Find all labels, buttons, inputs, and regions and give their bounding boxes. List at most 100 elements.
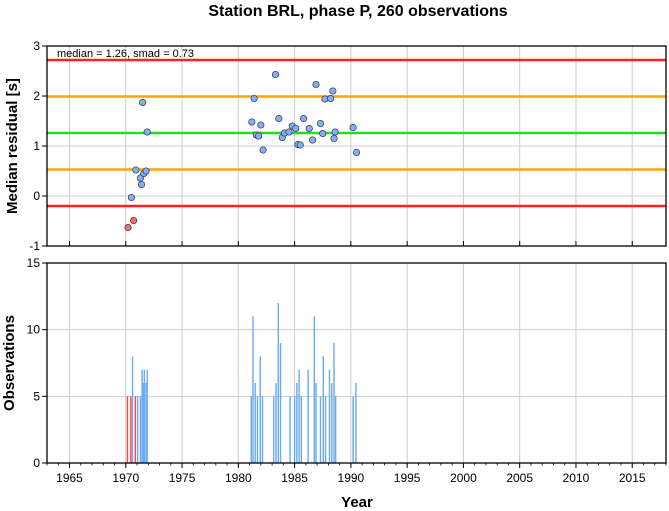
residual-points	[124, 70, 361, 232]
residual-y-tick-label: -1	[29, 239, 40, 253]
residual-point	[329, 87, 337, 95]
observation-bar	[333, 343, 335, 463]
observation-bar	[139, 396, 142, 463]
residual-y-axis-label: Median residual [s]	[4, 78, 21, 214]
residual-x-ticks	[69, 241, 633, 246]
observation-bar	[315, 383, 317, 463]
residual-point	[250, 94, 258, 103]
residual-point	[259, 146, 267, 154]
residual-point	[292, 124, 300, 133]
observation-bar	[293, 396, 296, 463]
residual-point	[248, 118, 256, 126]
observation-bar	[259, 356, 261, 463]
observation-bar	[313, 316, 315, 463]
residual-panel: -1 0 1 2 3 median = 1.26, smad = 0.73 Median…	[4, 39, 667, 253]
year-tick-label: 2010	[563, 471, 590, 485]
chart-title: Station BRL, phase P, 260 observations	[208, 3, 507, 20]
residual-point	[137, 180, 146, 189]
residual-point	[271, 70, 280, 79]
residual-point	[312, 80, 320, 89]
observation-bar	[296, 383, 298, 463]
observation-bar	[126, 396, 129, 463]
year-tick-label: 2005	[506, 471, 533, 485]
observations-y-tick-label: 0	[33, 456, 40, 470]
residual-point	[319, 129, 327, 138]
residual-point	[309, 136, 317, 144]
year-tick-label: 2015	[619, 471, 646, 485]
observation-bar	[334, 396, 337, 463]
residual-point	[130, 216, 138, 225]
observation-bar	[136, 396, 139, 463]
year-tick-label: 2000	[450, 471, 477, 485]
observation-bar	[143, 369, 146, 463]
residual-point	[257, 121, 265, 129]
observation-bar	[275, 383, 277, 463]
observation-bar	[141, 369, 143, 463]
observation-bar	[277, 303, 279, 463]
residual-point	[349, 123, 357, 132]
observation-bar	[328, 369, 331, 463]
observations-y-tick-label: 10	[27, 323, 41, 337]
residual-point	[330, 134, 338, 143]
observation-bar	[289, 396, 291, 463]
year-tick-label: 1990	[338, 471, 365, 485]
observation-bar	[261, 396, 264, 463]
year-tick-label: 1995	[394, 471, 421, 485]
median-annotation: median = 1.26, smad = 0.73	[57, 48, 194, 60]
residual-y-tick-label: 0	[33, 189, 40, 203]
observation-bar	[324, 396, 327, 463]
residual-point	[124, 223, 132, 232]
residual-point	[300, 114, 308, 123]
observation-bar	[273, 396, 275, 463]
year-tick-label: 1985	[281, 471, 308, 485]
residual-point	[275, 114, 283, 123]
observation-bar	[250, 396, 252, 463]
residual-point	[305, 124, 313, 133]
x-axis-label: Year	[341, 494, 373, 511]
observations-y-tick-label: 15	[27, 256, 41, 270]
residual-y-tick-label: 3	[33, 39, 40, 53]
residual-y-tick-label: 2	[33, 89, 40, 103]
residual-point	[285, 128, 293, 136]
residual-grid	[47, 45, 666, 247]
residual-point	[316, 119, 325, 128]
observation-bar	[142, 383, 144, 463]
observations-panel: 0 5 10 15 1965 1970 1975 1980 1985 1990 1995 2000 2…	[1, 256, 667, 511]
observation-bar	[254, 383, 256, 463]
observation-bar	[322, 356, 324, 463]
observation-bar	[352, 396, 354, 463]
year-x-ticks: 1965 1970 1975 1980 1985 1990 1995 2000 2005 2010…	[46, 463, 667, 485]
residual-point	[327, 94, 335, 103]
observation-bars	[126, 303, 357, 463]
residual-point	[143, 128, 151, 136]
observation-bar	[256, 396, 259, 463]
residual-point	[139, 98, 147, 107]
year-tick-label: 1975	[169, 471, 196, 485]
observation-bar	[355, 383, 357, 463]
observation-bar	[307, 369, 309, 463]
observation-bar	[300, 396, 303, 463]
observation-bar	[134, 396, 137, 463]
residual-point	[331, 128, 339, 136]
residual-y-ticks: -1 0 1 2 3	[29, 39, 47, 253]
residual-point	[127, 193, 135, 202]
observation-bar	[298, 369, 300, 463]
observations-y-axis-label: Observations	[1, 315, 18, 411]
observations-plot-frame	[46, 262, 667, 464]
observation-bar	[146, 369, 148, 463]
observations-y-tick-label: 5	[33, 389, 40, 403]
observation-bar	[279, 343, 282, 463]
year-tick-label: 1965	[56, 471, 83, 485]
year-tick-label: 1980	[225, 471, 252, 485]
year-tick-label: 1970	[112, 471, 139, 485]
residual-point	[142, 167, 150, 175]
observation-bar	[145, 383, 147, 463]
observation-bar	[130, 396, 132, 463]
observation-bar	[252, 316, 254, 463]
residual-point	[132, 166, 140, 174]
observation-bar	[331, 383, 333, 463]
residual-y-tick-label: 1	[33, 139, 40, 153]
observation-bar	[319, 396, 322, 463]
observation-bar	[131, 356, 134, 463]
